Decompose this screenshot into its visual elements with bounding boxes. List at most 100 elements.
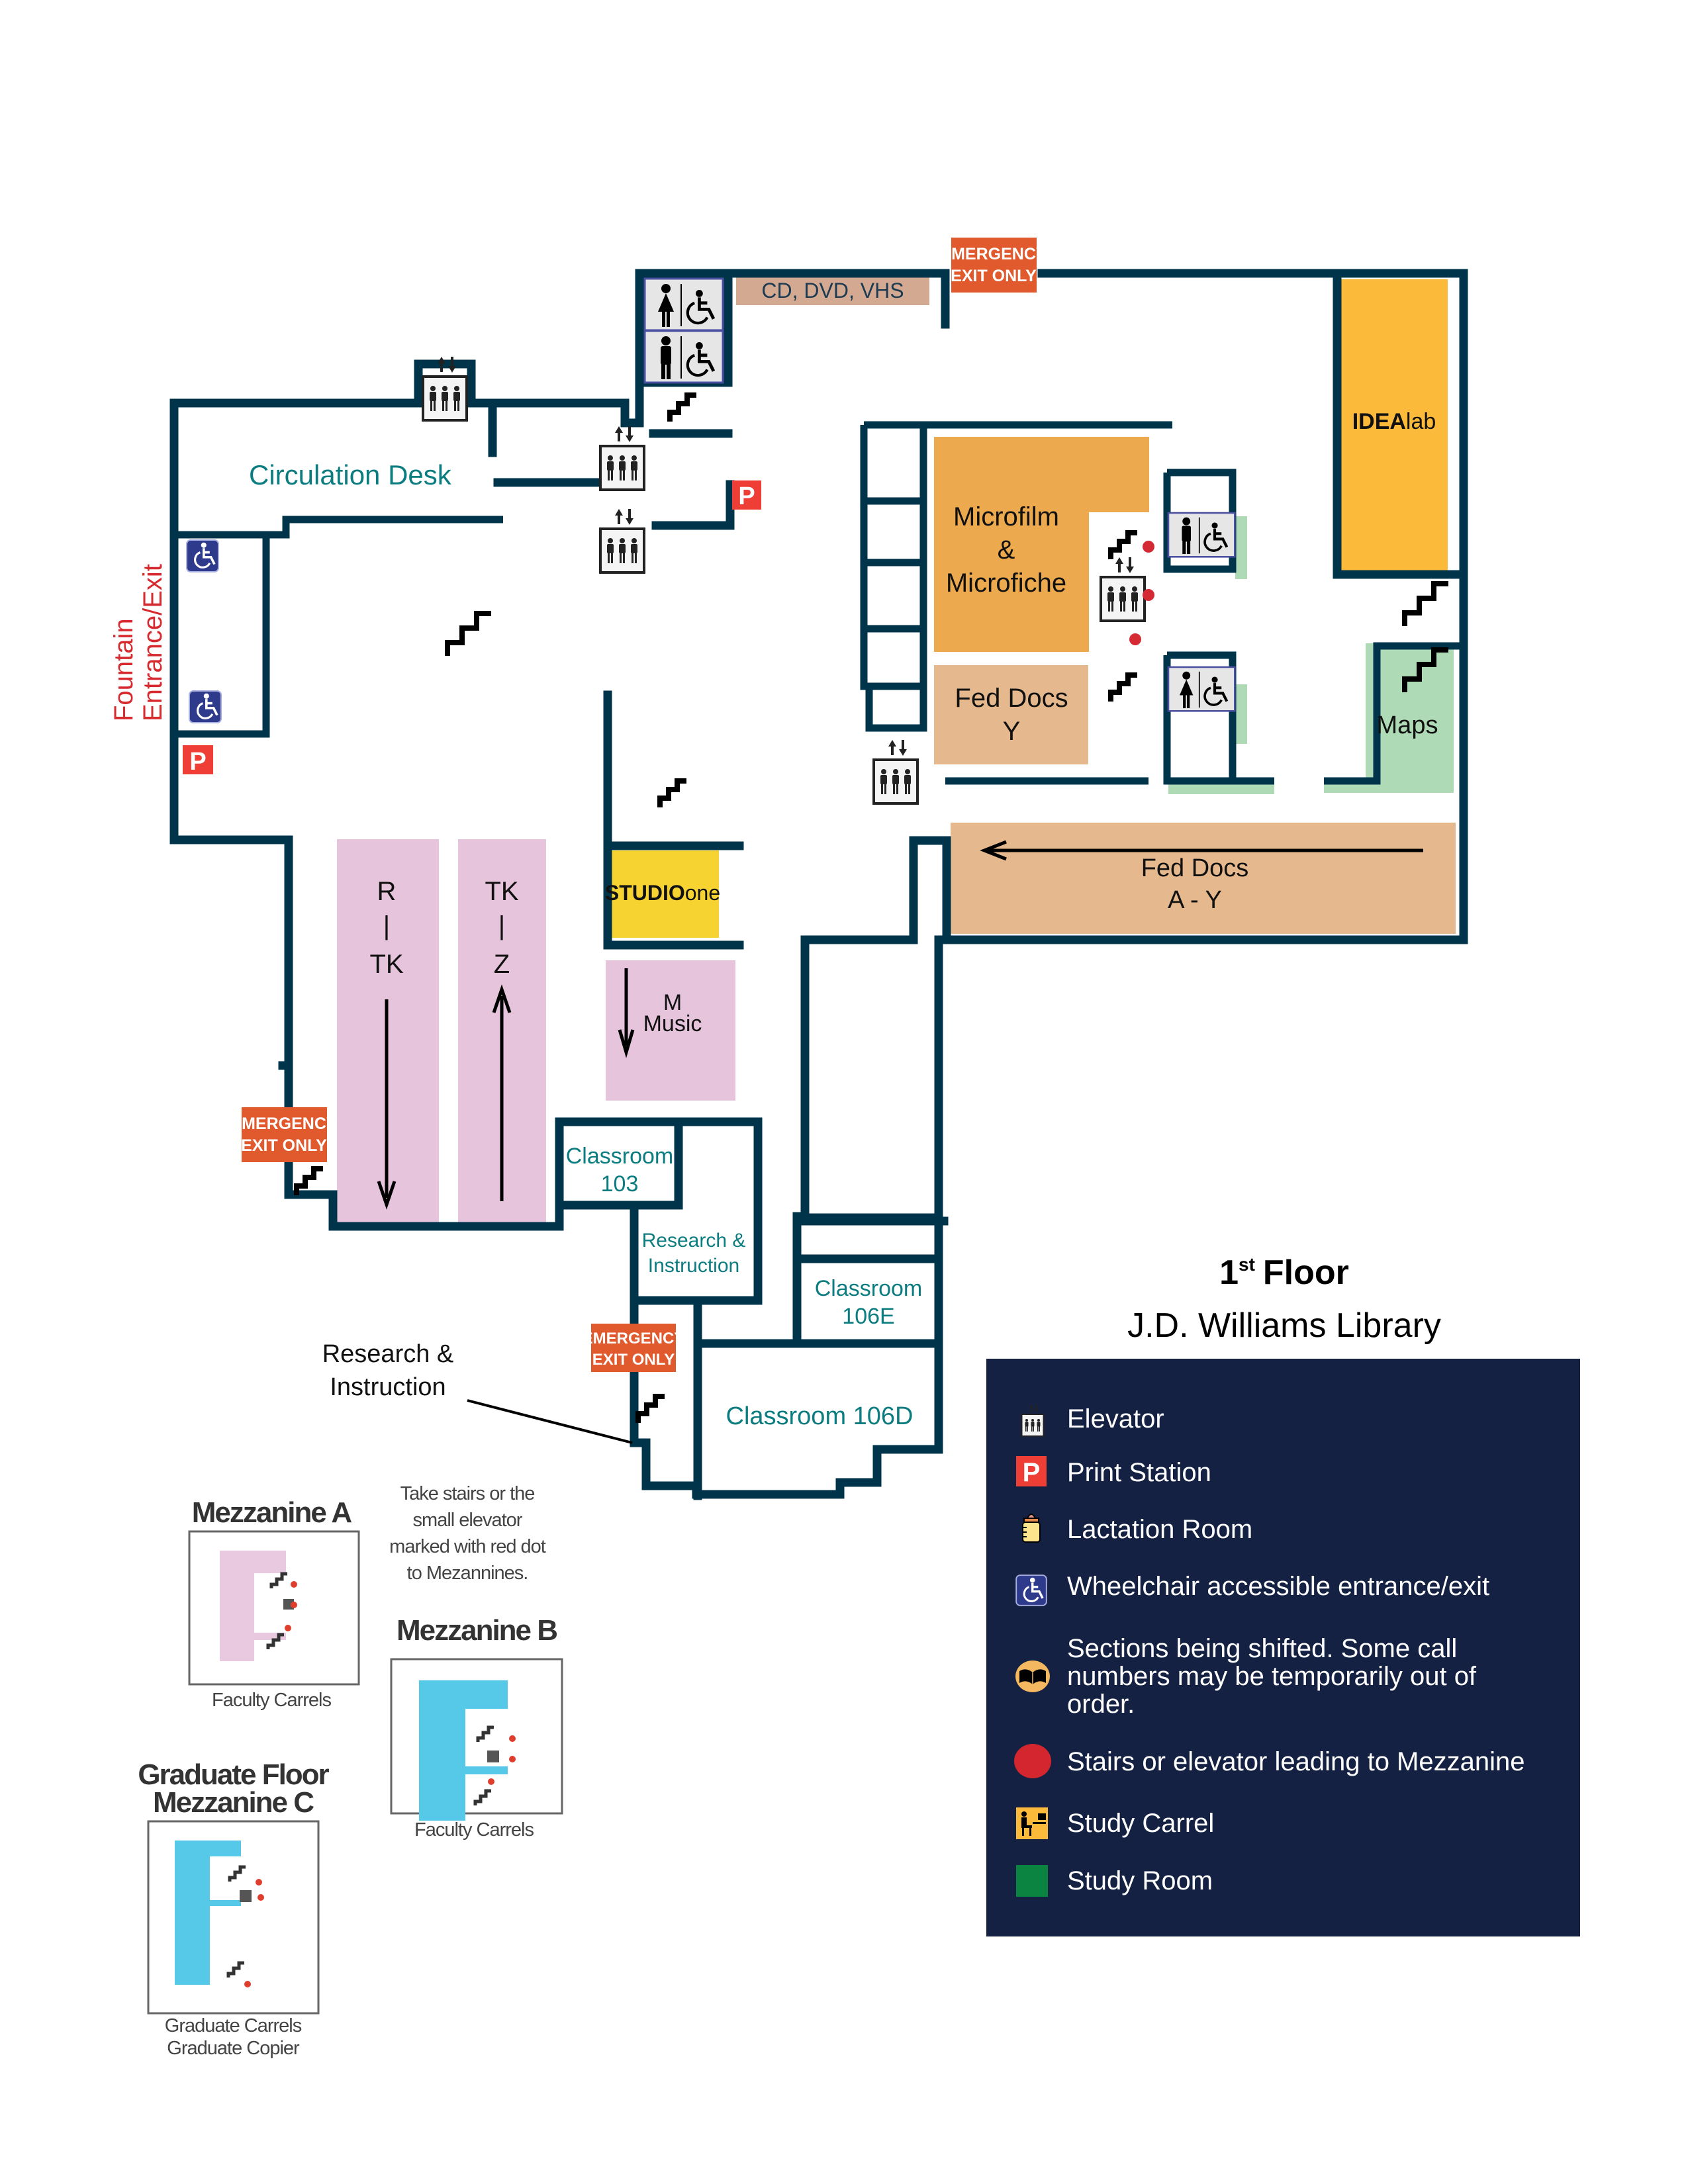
red-dot-icon: [256, 1879, 262, 1886]
mezzanine-note: Take stairs or the small elevator marked…: [389, 1483, 547, 1584]
stairs-icon: [1111, 533, 1137, 559]
stack-range-label: R: [377, 877, 397, 906]
cd-dvd-vhs-shelf: [736, 274, 929, 305]
emergency-exit-west: EMERGENCY EXIT ONLY: [230, 1107, 338, 1162]
research-callout-label: Research &: [322, 1340, 454, 1368]
print-station-west[interactable]: P: [183, 745, 213, 776]
mezzanine-a-caption: Faculty Carrels: [212, 1690, 331, 1711]
mezzanine-a[interactable]: Mezzanine A Faculty Carrels: [188, 1496, 360, 1711]
mens-restroom-icon[interactable]: [1168, 513, 1235, 557]
emergency-exit-south: EMERGENCY EXIT ONLY: [583, 1324, 685, 1372]
mezzanine-b-floor-shape: [419, 1680, 508, 1821]
wheelchair-entrance-icon: [187, 540, 218, 572]
cd-dvd-vhs-label: CD, DVD, VHS: [761, 279, 904, 302]
elevator-icon[interactable]: [599, 425, 645, 491]
mezzanine-b-title: Mezzanine B: [397, 1614, 557, 1647]
mezzanine-b[interactable]: Mezzanine B Faculty Carrels: [390, 1614, 563, 1841]
legend-item-elevator: Elevator: [1021, 1404, 1164, 1437]
exit-only-label: EXIT ONLY: [592, 1351, 675, 1369]
legend-label: Print Station: [1067, 1458, 1211, 1487]
legend-label: Study Carrel: [1067, 1809, 1214, 1838]
classroom-103-label: 103: [601, 1171, 639, 1197]
womens-restroom-icon[interactable]: [1168, 667, 1235, 711]
colored-areas: [337, 274, 1456, 1223]
mezzanine-note-line: Take stairs or the: [400, 1483, 535, 1504]
classroom-103-label: Classroom: [566, 1144, 673, 1169]
legend-label: Elevator: [1067, 1404, 1164, 1433]
stack-range-label: Z: [494, 950, 510, 979]
mezzanine-note-line: to Mezannines.: [407, 1563, 528, 1584]
map-labels: Fountain Entrance/Exit Circulation Desk …: [109, 279, 1438, 1430]
circulation-desk-label: Circulation Desk: [249, 459, 452, 490]
red-dot-icon: [1129, 633, 1141, 645]
red-dot-icon: [291, 1581, 297, 1588]
womens-restroom-icon[interactable]: [645, 279, 723, 330]
research-instruction-room-label: Research &: [642, 1230, 746, 1251]
elevator-icon[interactable]: [599, 508, 645, 574]
stairs-icon: [1111, 675, 1137, 702]
callout-leader-line: [467, 1399, 633, 1444]
wheelchair-icon: [1016, 1575, 1047, 1606]
stairs-icon: [660, 781, 686, 807]
stack-range-label: TK: [485, 877, 518, 906]
research-callout-label: Instruction: [330, 1373, 445, 1401]
emergency-label: EMERGENCY: [583, 1330, 685, 1347]
idealab-label: IDEAlab: [1352, 409, 1436, 434]
mens-restroom-icon[interactable]: [645, 331, 723, 383]
stairs-icon: [638, 1396, 665, 1423]
print-station-center[interactable]: P: [732, 480, 761, 510]
wheelchair-entrance-icon: [189, 691, 221, 723]
mezzanine-a-floor-shape: [220, 1551, 286, 1661]
mezzanine-note-line: marked with red dot: [389, 1536, 546, 1557]
mezzanine-c-title: Graduate Floor: [138, 1758, 329, 1791]
arrowhead: [377, 1181, 397, 1210]
entrance-label: Fountain: [109, 618, 138, 721]
emergency-exit-north: EMERGENCY EXIT ONLY: [940, 238, 1047, 293]
red-dot-icon: [244, 1981, 251, 1987]
legend-item-mezzanine-access: Stairs or elevator leading to Mezzanine: [1014, 1744, 1524, 1778]
mezzanine-a-frame: [188, 1530, 360, 1686]
mezzanine-c-caption: Graduate Carrels: [165, 2015, 302, 2036]
elevator-icon[interactable]: [1100, 556, 1146, 622]
baby-bottle-icon: [1022, 1514, 1041, 1543]
legend-item-wheelchair: Wheelchair accessible entrance/exit: [1016, 1572, 1489, 1606]
studio-one-room[interactable]: [606, 850, 719, 938]
open-book-icon: [1015, 1661, 1050, 1692]
fed-docs-a-y-stacks[interactable]: [951, 823, 1456, 934]
idealab-room[interactable]: [1340, 279, 1448, 570]
stack-range-label: TK: [369, 950, 403, 979]
arrowhead: [980, 840, 1007, 861]
red-dot-icon: [488, 1778, 494, 1785]
legend-panel: [986, 1359, 1580, 1936]
legend-item-print-station: P Print Station: [1016, 1456, 1211, 1487]
emergency-label: EMERGENCY: [230, 1115, 337, 1133]
print-station-icon: [1016, 1456, 1047, 1486]
legend-label: Wheelchair accessible entrance/exit: [1067, 1572, 1489, 1601]
print-letter: P: [1023, 1458, 1041, 1487]
arrowhead: [618, 1029, 635, 1058]
microfilm-label: Microfilm: [953, 502, 1059, 531]
study-room-icon: [1016, 1865, 1048, 1897]
legend-item-study-carrel: Study Carrel: [1016, 1807, 1214, 1839]
mezzanine-c[interactable]: Graduate Floor Mezzanine C Graduate Carr…: [138, 1758, 330, 2059]
red-dot-icon: [1143, 541, 1154, 553]
microfilm-room[interactable]: [934, 437, 1149, 652]
research-instruction-room-label: Instruction: [648, 1255, 739, 1277]
stairs-icon: [1405, 584, 1448, 626]
fed-docs-y-stacks[interactable]: [934, 665, 1088, 764]
elevator-icon: [240, 1890, 252, 1902]
stairs-icon: [447, 614, 491, 656]
fed-docs-a-y-label: Fed Docs: [1141, 854, 1249, 882]
legend-label: numbers may be temporarily out of: [1067, 1662, 1477, 1691]
microfilm-label: Microfiche: [946, 569, 1066, 598]
mezzanine-c-floor-shape: [175, 1841, 241, 1985]
red-dot-icon: [509, 1756, 516, 1762]
study-carrel-icon: [1016, 1807, 1048, 1839]
mezzanine-a-title: Mezzanine A: [192, 1496, 352, 1529]
elevator-icon[interactable]: [872, 739, 919, 805]
elevator-icon: [487, 1751, 499, 1762]
legend-label: Study Room: [1067, 1866, 1213, 1895]
